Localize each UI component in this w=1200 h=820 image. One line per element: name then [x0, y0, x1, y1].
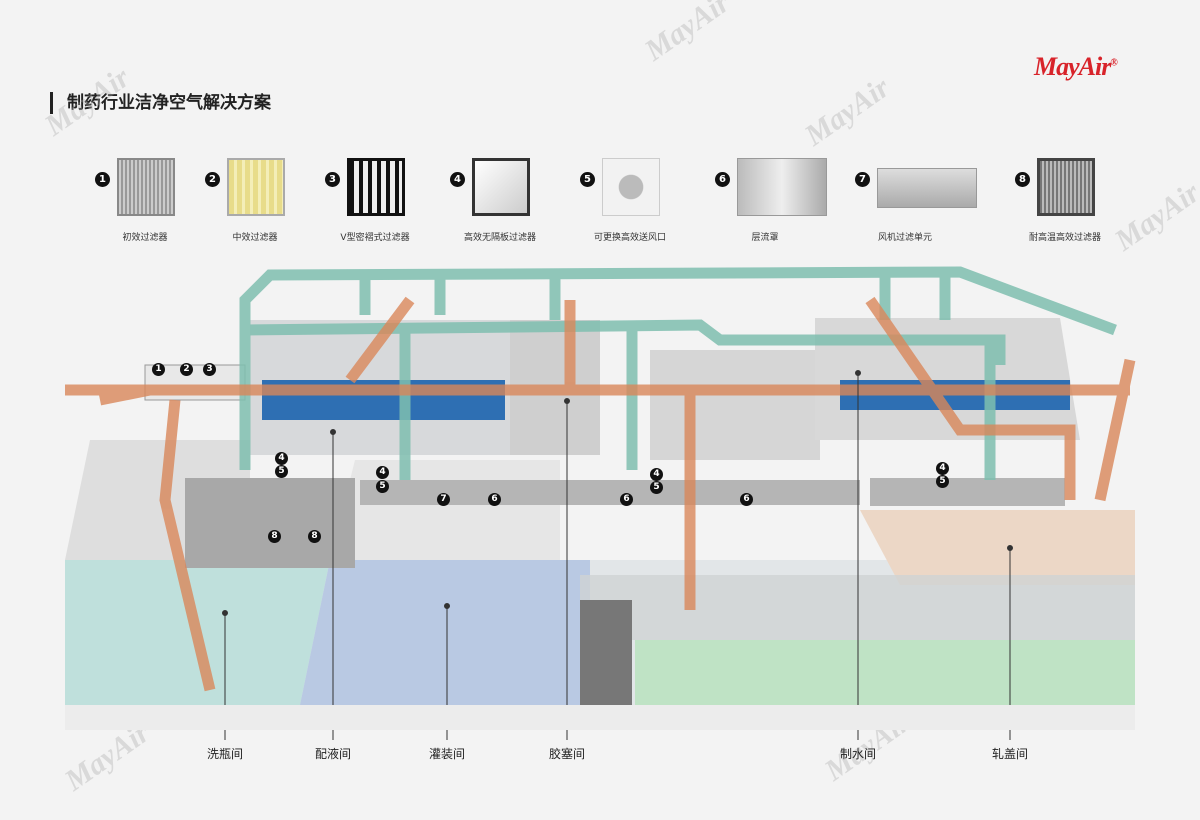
hepa-diffuser-icon [602, 158, 660, 216]
diagram-number-badge: 4 [376, 466, 389, 479]
product-label: 层流罩 [751, 233, 779, 243]
return-duct [65, 296, 1136, 692]
number-badge: 8 [1015, 172, 1030, 187]
diagram-number-badge: 6 [740, 493, 753, 506]
diagram-number-badge: 8 [308, 530, 321, 543]
product-label: 风机过滤单元 [877, 233, 932, 243]
room-label: 轧盖间 [991, 747, 1029, 761]
brand-logo: MayAir® [1034, 52, 1118, 81]
bag-filter-icon [227, 158, 285, 216]
diagram-number-badge: 5 [376, 480, 389, 493]
green-floor [635, 640, 1135, 705]
filling-floor [300, 560, 590, 705]
high-temp-hepa-filter-icon [1037, 158, 1095, 216]
product-label: 中效过滤器 [232, 233, 278, 243]
diagram-number-badge: 3 [203, 363, 216, 376]
diagram-number-badge: 5 [275, 465, 288, 478]
product-label: 初效过滤器 [122, 233, 168, 243]
room-label: 洗瓶间 [206, 747, 244, 761]
diagram-number-badge: 4 [275, 452, 288, 465]
diagram-number-badge: 6 [620, 493, 633, 506]
room-label: 配液间 [314, 747, 352, 761]
diagram-number-badge: 4 [936, 462, 949, 475]
product-label: 耐高温高效过滤器 [1028, 233, 1101, 243]
number-badge: 2 [205, 172, 220, 187]
page-title: 制药行业洁净空气解决方案 [50, 92, 271, 114]
number-badge: 1 [95, 172, 110, 187]
room-label: 胶塞间 [548, 747, 586, 761]
laminar-flow-hood-icon [737, 158, 827, 216]
diagram-number-badge: 5 [650, 481, 663, 494]
number-badge: 4 [450, 172, 465, 187]
capping-floor [860, 510, 1135, 585]
number-badge: 5 [580, 172, 595, 187]
diagram-number-badge: 4 [650, 468, 663, 481]
product-label: 可更换高效送风口 [593, 233, 666, 243]
product-label: 高效无隔板过滤器 [463, 233, 536, 243]
number-badge: 7 [855, 172, 870, 187]
pleated-panel-filter-icon [117, 158, 175, 216]
room-label: 灌装间 [428, 747, 466, 761]
number-badge: 6 [715, 172, 730, 187]
diagram-number-badge: 5 [936, 475, 949, 488]
product-label: V型密褶式过滤器 [340, 233, 410, 243]
number-badge: 3 [325, 172, 340, 187]
v-bank-filter-icon [347, 158, 405, 216]
diagram-number-badge: 2 [180, 363, 193, 376]
diagram-number-badge: 1 [152, 363, 165, 376]
diagram-number-badge: 7 [437, 493, 450, 506]
diagram-number-badge: 8 [268, 530, 281, 543]
room-label: 制水间 [839, 747, 877, 761]
supply-duct [239, 266, 1117, 480]
fan-filter-unit-icon [877, 168, 977, 208]
diagram-number-badge: 6 [488, 493, 501, 506]
hepa-panel-filter-icon [472, 158, 530, 216]
